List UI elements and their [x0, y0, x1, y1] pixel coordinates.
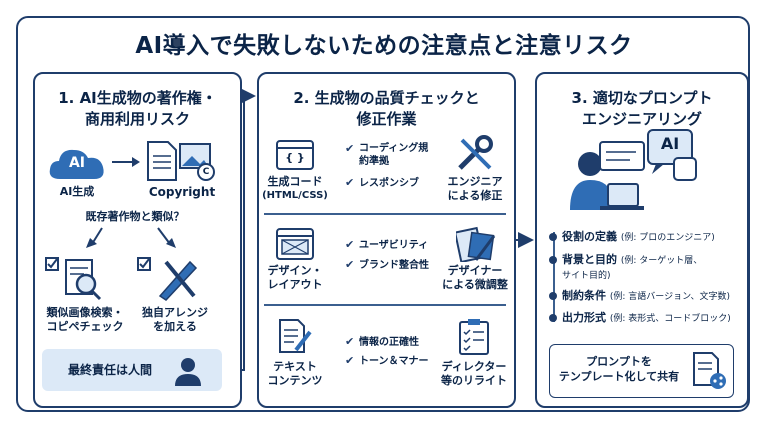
pencil-brush-icon — [137, 257, 198, 301]
panel3-title-line2: エンジニアリング — [581, 110, 702, 128]
row3-label-2: コンテンツ — [267, 374, 323, 387]
similar-search-label-2: コピペチェック — [46, 320, 124, 333]
text-document-pen-icon — [279, 319, 312, 353]
check-icon: ✔ — [345, 335, 355, 348]
copyright-mark: C — [202, 167, 210, 177]
share-text-2: テンプレート化して共有 — [558, 370, 680, 383]
step-constraints: 制約条件 (例: 言語バージョン、文字数) — [562, 289, 731, 302]
check-icon: ✔ — [345, 142, 355, 155]
ai-generation-label: AI生成 — [59, 185, 95, 198]
row2-result-2: による微調整 — [442, 278, 508, 291]
row2-label-1: デザイン・ — [267, 264, 323, 277]
row3-check-2: トーン＆マナー — [359, 356, 429, 367]
layout-window-icon — [276, 228, 314, 260]
row1-result-2: による修正 — [447, 189, 503, 202]
ai-badge-text: AI — [68, 155, 86, 171]
original-arrange-label-1: 独自アレンジ — [142, 306, 208, 319]
check-icon: ✔ — [345, 176, 355, 189]
panel2-title-line1: 2. 生成物の品質チェックと — [293, 89, 480, 107]
step-background-example-2: サイト目的) — [562, 271, 611, 281]
step-dot — [549, 314, 557, 322]
branch-arrows — [86, 227, 176, 248]
code-window-icon — [276, 140, 314, 170]
palette-ruler-icon — [456, 226, 496, 262]
check-icon: ✔ — [345, 238, 355, 251]
final-responsibility-box: 最終責任は人間 — [42, 349, 222, 391]
original-arrange-label-2: を加える — [153, 320, 197, 333]
step-output-format: 出力形式 (例: 表形式、コードブロック) — [562, 311, 731, 324]
row3-label-1: テキスト — [273, 360, 317, 373]
final-responsibility-text: 最終責任は人間 — [67, 363, 152, 377]
similar-search-label-1: 類似画像検索・ — [46, 306, 124, 319]
magnifier-search-icon — [45, 257, 102, 301]
row2-check-1: ユーザビリティ — [359, 240, 429, 251]
row2-check-2: ブランド整合性 — [359, 260, 429, 271]
step-dot — [549, 233, 557, 241]
row1-check-1: コーディング規約準拠 — [359, 143, 429, 167]
row1-check-2: レスポンシブ — [359, 178, 419, 189]
clipboard-checklist-icon — [459, 319, 489, 355]
template-share-box: プロンプトを テンプレート化して共有 — [549, 344, 734, 398]
share-text-1: プロンプトを — [586, 355, 652, 368]
row2-result-1: デザイナー — [447, 264, 503, 277]
panel2-title-line2: 修正作業 — [356, 110, 417, 128]
wrench-screwdriver-icon — [458, 135, 493, 170]
code-glyph: { } — [285, 151, 305, 164]
similarity-question: 既存著作物と類似？ — [85, 210, 185, 223]
divider — [264, 213, 506, 215]
panel3-title-line1: 3. 適切なプロンプト — [571, 89, 713, 107]
page-title: AI導入で失敗しないための注意点と注意リスク — [135, 33, 633, 59]
person-icon — [175, 358, 201, 386]
divider — [264, 304, 506, 306]
step-dot — [549, 256, 557, 264]
step-background-purpose: 背景と目的 (例: ターゲット層、 — [562, 253, 703, 266]
panel1-title-line2: 商用利用リスク — [84, 110, 190, 128]
copyright-label: Copyright — [148, 185, 216, 199]
ai-cloud-icon — [49, 149, 104, 179]
step-dot — [549, 292, 557, 300]
arrow-right-icon — [112, 157, 140, 167]
row1-label-2: (HTML/CSS) — [262, 190, 328, 201]
row2-label-2: レイアウト — [267, 278, 323, 291]
panel1-title-line1: 1. AI生成物の著作権・ — [58, 89, 217, 107]
shared-document-icon — [693, 352, 726, 389]
step-role-definition: 役割の定義 (例: プロのエンジニア) — [562, 230, 715, 243]
steps-timeline — [553, 232, 555, 322]
person-laptop-chat-icon — [570, 129, 697, 210]
check-icon: ✔ — [345, 354, 355, 367]
row3-result-2: 等のリライト — [441, 374, 507, 387]
row3-check-1: 情報の正確性 — [359, 337, 419, 348]
row1-result-1: エンジニア — [447, 175, 503, 188]
row1-label-1: 生成コード — [267, 175, 323, 188]
copyright-document-icon — [147, 141, 215, 181]
check-icon: ✔ — [345, 258, 355, 271]
ai-bubble-text: AI — [660, 134, 680, 153]
row3-result-1: ディレクター — [441, 360, 507, 373]
